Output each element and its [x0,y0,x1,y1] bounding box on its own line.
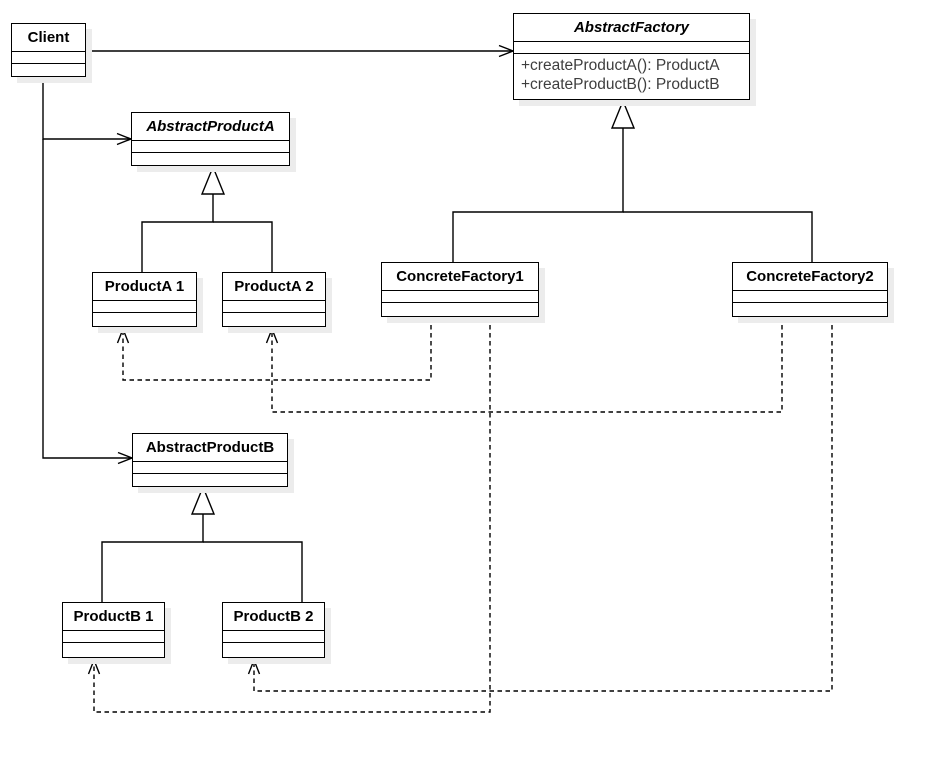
edge-concretefactory2-creates-producta2 [271,317,783,413]
method-create-product-b: +createProductB(): ProductB [521,76,720,93]
class-product-b1-attributes [63,630,164,642]
edge-client-to-abstractproductb [42,139,132,459]
class-abstract-factory-name: AbstractFactory [573,19,690,36]
class-product-b2-attributes [223,630,324,642]
class-abstract-product-a-attributes [132,140,289,152]
class-concrete-factory1-name: ConcreteFactory1 [396,268,524,285]
hollow-triangle-arrowhead-icon [200,165,226,195]
class-abstract-product-a-operations [132,152,289,165]
edge-productb1-extends-abstractproductb [101,514,204,602]
class-concrete-factory2-attributes [733,290,887,302]
class-abstract-factory: AbstractFactory +createProductA(): Produ… [513,13,750,100]
class-product-b2-name: ProductB 2 [233,608,314,625]
edge-client-to-abstractproducta [42,77,131,140]
edge-concretefactory1-creates-producta1 [122,317,432,381]
open-arrowhead-icon [116,327,130,344]
edge-producta1-extends-abstractproducta [141,194,214,272]
edge-concretefactory1-creates-productb1 [93,317,491,713]
class-product-a2-operations [223,312,325,326]
edge-concretefactory1-extends-abstractfactory [452,128,624,262]
class-product-b1-name: ProductB 1 [73,608,154,625]
open-arrowhead-icon [247,658,261,675]
class-product-a2-attributes [223,300,325,312]
class-product-b1-operations [63,642,164,657]
class-abstract-factory-attributes [514,41,749,53]
class-concrete-factory1: ConcreteFactory1 [381,262,539,317]
class-product-a1-name: ProductA 1 [104,278,185,295]
class-concrete-factory1-operations [382,302,538,316]
class-abstract-product-a: AbstractProductA [131,112,290,166]
class-concrete-factory2-operations [733,302,887,316]
hollow-triangle-arrowhead-icon [610,99,636,129]
class-concrete-factory2-name: ConcreteFactory2 [746,268,874,285]
edge-productb2-extends-abstractproductb [203,541,303,602]
class-abstract-product-a-name: AbstractProductA [146,118,275,135]
method-create-product-a: +createProductA(): ProductA [521,57,720,74]
edge-concretefactory2-creates-productb2 [253,317,833,692]
class-concrete-factory1-attributes [382,290,538,302]
class-concrete-factory2: ConcreteFactory2 [732,262,888,317]
class-product-a1-operations [93,312,196,326]
class-product-a1-attributes [93,300,196,312]
class-product-a2: ProductA 2 [222,272,326,327]
class-abstract-product-b: AbstractProductB [132,433,288,487]
class-product-b2-operations [223,642,324,657]
edge-concretefactory2-extends-abstractfactory [623,211,813,262]
open-arrowhead-icon [265,327,279,344]
class-product-a2-name: ProductA 2 [234,278,314,295]
hollow-triangle-arrowhead-icon [190,485,216,515]
class-client: Client [11,23,86,77]
edge-producta2-extends-abstractproducta [213,221,273,272]
class-abstract-product-b-operations [133,473,287,486]
class-client-attributes [12,51,85,63]
class-abstract-product-b-attributes [133,461,287,473]
class-product-b1: ProductB 1 [62,602,165,658]
class-product-a1: ProductA 1 [92,272,197,327]
open-arrowhead-icon [87,658,101,675]
class-product-b2: ProductB 2 [222,602,325,658]
class-client-name: Client [27,29,70,46]
class-client-operations [12,63,85,76]
class-abstract-product-b-name: AbstractProductB [145,439,275,456]
class-abstract-factory-operations: +createProductA(): ProductA +createProdu… [514,53,749,99]
